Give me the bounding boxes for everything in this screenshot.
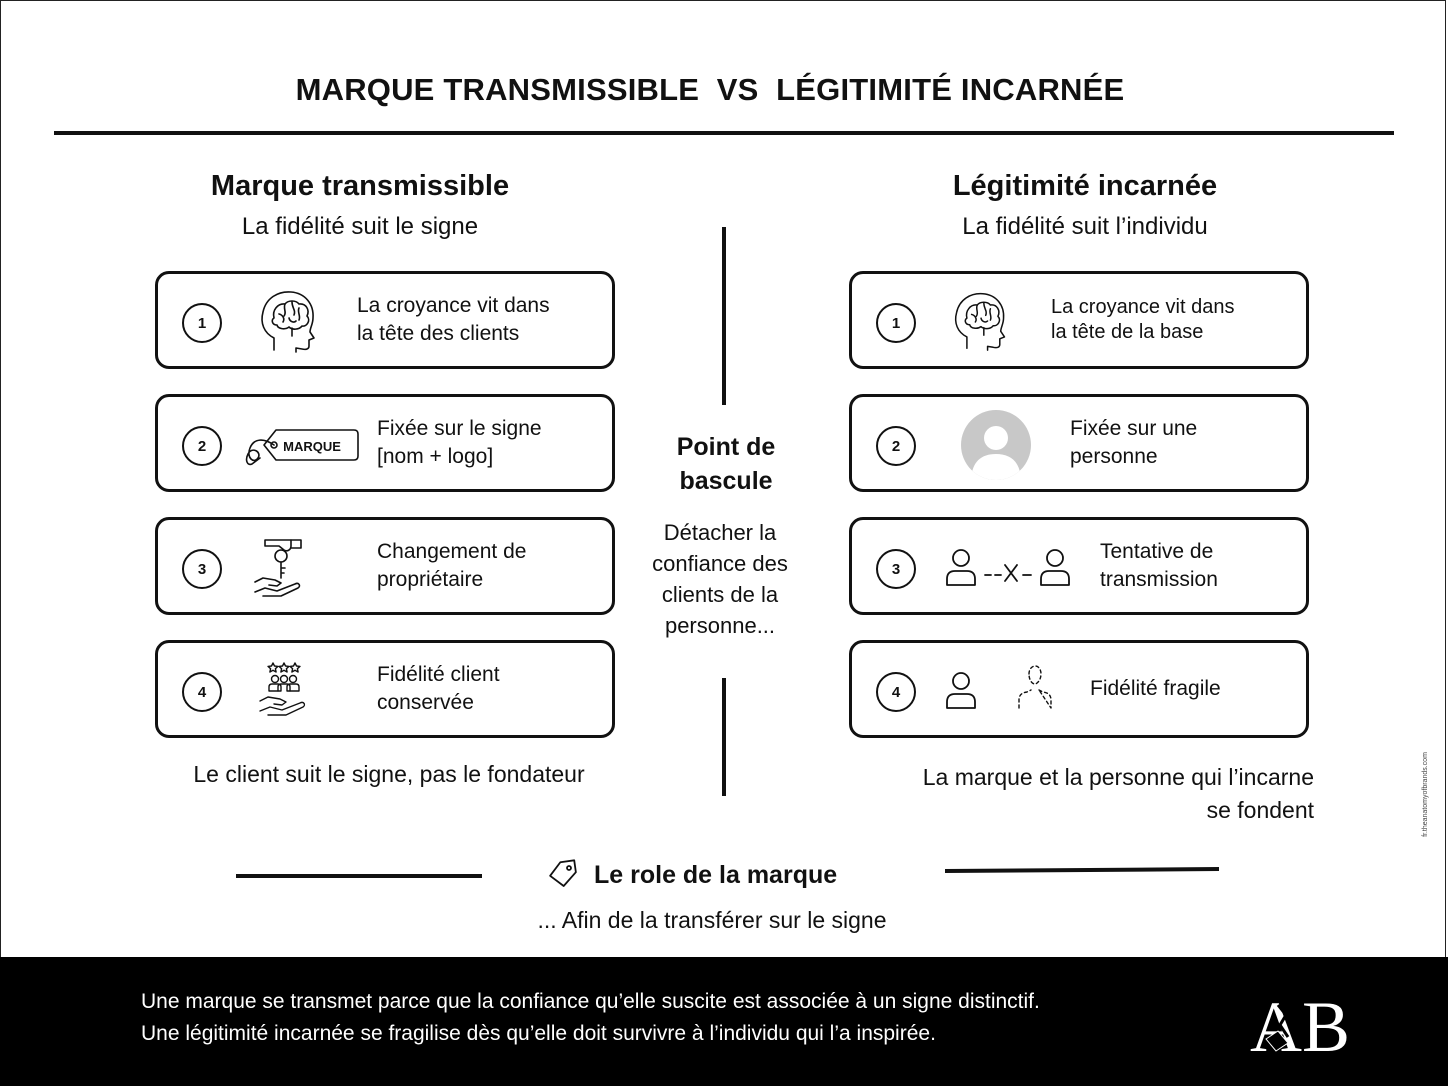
- left-card-3: 3 Changement de propriétaire: [155, 517, 615, 615]
- center-divider-top: [722, 227, 726, 405]
- left-column-header: Marque transmissible La fidélité suit le…: [155, 170, 565, 241]
- right-card-4: 4 Fidélité fragile: [849, 640, 1309, 738]
- brain-head-icon: [948, 289, 1014, 353]
- rated-customers-hand-icon: [254, 658, 314, 722]
- card-label: Fixée sur une personne: [1070, 417, 1198, 468]
- step-number: 4: [876, 672, 916, 712]
- left-card-2: 2 MARQUE Fixée sur le signe [nom + logo]: [155, 394, 615, 492]
- role-heading: Le role de la marque: [546, 857, 837, 893]
- step-number: 3: [182, 549, 222, 589]
- ab-logo: AB: [1248, 985, 1358, 1067]
- right-column-header: Légitimité incarnée La fidélité suit l’i…: [880, 170, 1290, 241]
- footer-line-1: Une marque se transmet parce que la conf…: [141, 990, 1040, 1013]
- tag-icon: [546, 858, 580, 893]
- footer-line-2: Une légitimité incarnée se fragilise dès…: [141, 1022, 936, 1045]
- step-number: 3: [876, 549, 916, 589]
- side-credit-text: fr.theanatomyofbrands.com: [1421, 751, 1429, 837]
- pivot-text: Détacher la confiance des clients de la …: [652, 520, 788, 638]
- blocked-transfer-icon: [940, 535, 1080, 599]
- left-card-1: 1 La croyance vit dans la tête des clien…: [155, 271, 615, 369]
- title-rule: [54, 131, 1394, 135]
- right-subtitle: La fidélité suit l’individu: [962, 213, 1208, 240]
- role-title: Le role de la marque: [594, 860, 838, 889]
- person-avatar-icon: [960, 410, 1032, 480]
- center-divider-bottom: [722, 678, 726, 796]
- right-caption: La marque et la personne qui l’incarne s…: [922, 764, 1314, 823]
- card-label: Fidélité client conservée: [377, 663, 500, 714]
- page-title: MARQUE TRANSMISSIBLE VS LÉGITIMITÉ INCAR…: [295, 72, 1125, 107]
- left-heading: Marque transmissible: [210, 170, 510, 202]
- role-subtitle: ... Afin de la transférer sur le signe: [537, 907, 887, 933]
- left-caption: Le client suit le signe, pas le fondateu…: [193, 761, 585, 787]
- fading-person-icon: [932, 658, 1064, 722]
- left-card-4: 4 Fidélité client conservée: [155, 640, 615, 738]
- right-heading: Légitimité incarnée: [952, 170, 1218, 202]
- logo-text: AB: [1250, 987, 1350, 1065]
- step-number: 4: [182, 672, 222, 712]
- page-frame: [0, 0, 1446, 957]
- card-label: La croyance vit dans la tête des clients: [357, 294, 550, 345]
- card-label: La croyance vit dans la tête de la base: [1051, 296, 1235, 343]
- right-card-3: 3 Tentative de transmission: [849, 517, 1309, 615]
- step-number: 1: [876, 303, 916, 343]
- card-label: Changement de propriétaire: [377, 540, 527, 591]
- card-label: Fidélité fragile: [1090, 677, 1221, 700]
- key-handover-icon: [250, 535, 310, 599]
- brain-head-icon: [254, 289, 324, 353]
- footer-band: Une marque se transmet parce que la conf…: [0, 957, 1448, 1086]
- brand-tag-icon: MARQUE: [240, 412, 364, 476]
- right-card-1: 1 La croyance vit dans la tête de la bas…: [849, 271, 1309, 369]
- card-label: Tentative de transmission: [1100, 540, 1218, 591]
- side-credit[interactable]: fr.theanatomyofbrands.com: [1418, 740, 1432, 848]
- step-number: 1: [182, 303, 222, 343]
- tag-text: MARQUE: [283, 439, 341, 454]
- right-card-2: 2 Fixée sur une personne: [849, 394, 1309, 492]
- card-label: Fixée sur le signe [nom + logo]: [377, 417, 542, 468]
- step-number: 2: [182, 426, 222, 466]
- left-subtitle: La fidélité suit le signe: [241, 213, 479, 240]
- role-rule-left: [236, 874, 482, 878]
- step-number: 2: [876, 426, 916, 466]
- pivot-title: Point de bascule: [676, 433, 776, 495]
